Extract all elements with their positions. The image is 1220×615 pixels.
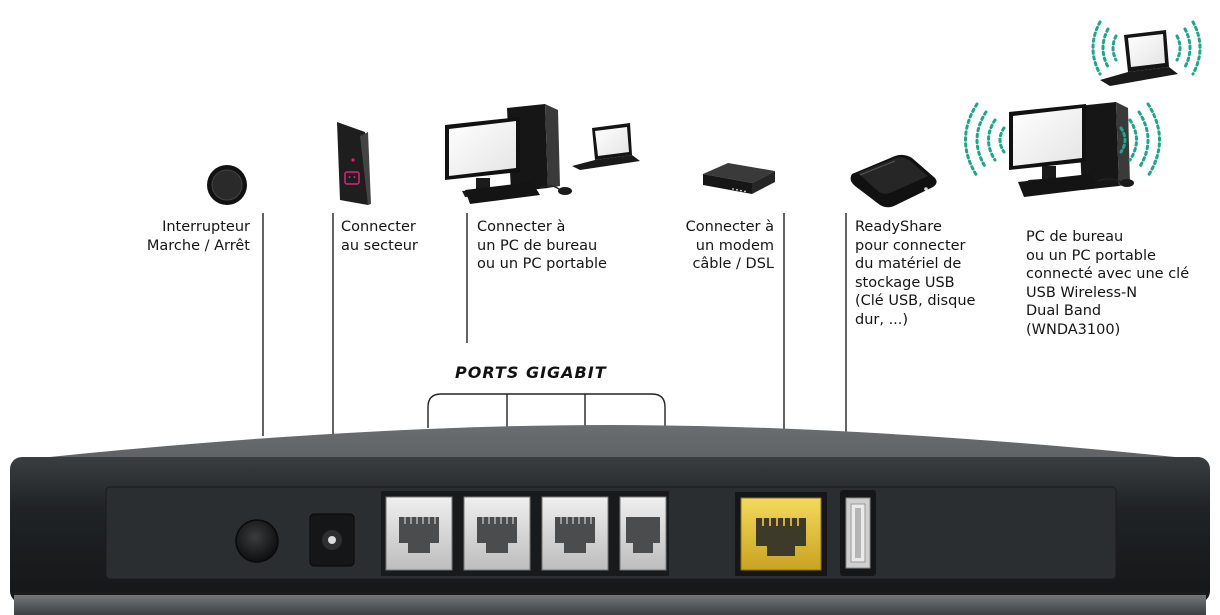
- external-hard-drive-icon: [850, 154, 937, 208]
- label-desktop-laptop: Connecter à un PC de bureau ou un PC por…: [477, 219, 607, 272]
- power-button-icon[interactable]: [235, 519, 279, 563]
- ethernet-ports[interactable]: [381, 491, 669, 576]
- desktop-computer-icon: [445, 104, 572, 204]
- label-readyshare: ReadyShare pour connecter du matériel de…: [855, 219, 976, 328]
- connector-lines: [262, 213, 847, 436]
- label-power-switch: Interrupteur Marche / Arrêt: [146, 219, 250, 254]
- usb-port[interactable]: [840, 490, 876, 576]
- router: [10, 425, 1210, 615]
- label-wireless-pc: PC de bureau ou un PC portable connecté …: [1026, 229, 1190, 338]
- label-power-outlet: Connecter au secteur: [341, 219, 418, 254]
- laptop-icon: [572, 123, 640, 170]
- wan-port[interactable]: [735, 492, 827, 576]
- wireless-laptop-icon: [1100, 30, 1178, 86]
- wall-outlet-icon: [337, 122, 371, 205]
- power-jack[interactable]: [309, 513, 355, 567]
- wireless-desktop-icon: [1009, 102, 1134, 197]
- power-switch-icon: [207, 165, 247, 205]
- ports-gigabit-title: PORTS GIGABIT: [455, 363, 607, 382]
- wifi-waves-icon: [964, 20, 1202, 178]
- label-modem: Connecter à un modem câble / DSL: [685, 219, 774, 272]
- modem-icon: [703, 163, 775, 194]
